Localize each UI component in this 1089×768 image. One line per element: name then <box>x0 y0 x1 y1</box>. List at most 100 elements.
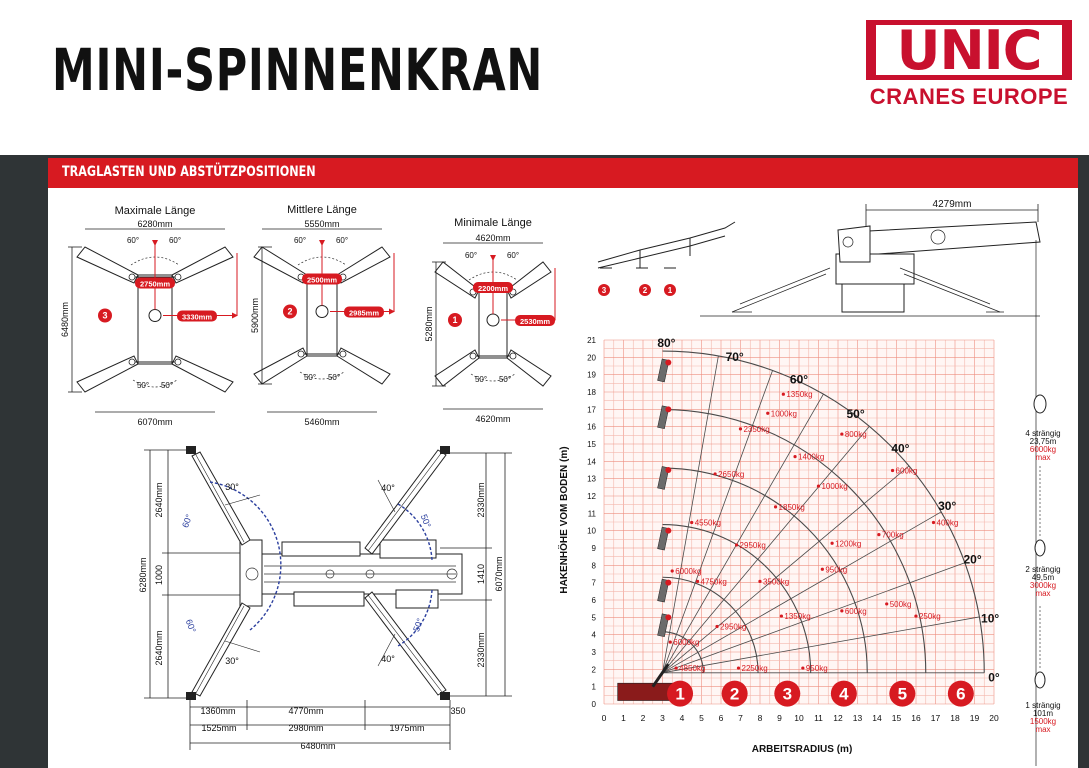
load-point <box>830 541 834 545</box>
boom-stage-circle <box>721 680 748 707</box>
pivot <box>509 352 517 360</box>
logo-inner <box>876 25 1062 75</box>
dim-height: 5900mm <box>250 298 260 333</box>
angle-top-right: 60° <box>507 251 519 260</box>
plan-left-total: 6280mm <box>138 557 148 592</box>
angle-label: 0° <box>988 670 1000 684</box>
angle-ray <box>662 616 980 674</box>
load-value: 1200kg <box>835 539 861 548</box>
outrigger-diagrams: Maximale Länge6280mm60°60°50°50°2750mm33… <box>60 204 556 427</box>
angle-bottom-left: 50° <box>304 373 316 382</box>
hook-capacity: 3000kg <box>1030 581 1056 590</box>
plan-angle: 40° <box>381 654 395 664</box>
load-value: 950kg <box>825 565 847 574</box>
leg <box>434 261 480 299</box>
stage-number: 3 <box>602 286 607 295</box>
load-value: 950kg <box>806 664 828 673</box>
side-view <box>597 204 1047 766</box>
hook-max: max <box>1035 725 1050 734</box>
x-tick-label: 14 <box>872 713 882 723</box>
load-value: 1000kg <box>771 409 797 418</box>
angle-label: 10° <box>981 612 999 626</box>
angle-bottom-right: 50° <box>161 381 173 390</box>
hook-capacity: 1500kg <box>1030 717 1056 726</box>
angle-ray <box>662 370 773 673</box>
angle-arc <box>132 379 178 388</box>
load-point <box>695 579 700 584</box>
boom-stage-number: 1 <box>675 685 684 704</box>
outrigger-1: Maximale Länge6280mm60°60°50°50°2750mm33… <box>60 205 238 427</box>
load-value: 4750kg <box>701 577 727 586</box>
stage-circle <box>283 304 297 319</box>
pivot <box>128 358 136 366</box>
load-point <box>779 614 784 618</box>
x-tick-label: 5 <box>699 713 704 723</box>
load-point <box>715 624 719 629</box>
load-point <box>793 455 797 459</box>
boom-tip <box>665 527 672 534</box>
length-b: 2530mm <box>520 317 550 326</box>
length-a: 2500mm <box>307 276 337 285</box>
outrigger-3: Minimale Länge4620mm60°60°50°50°2200mm25… <box>424 217 556 424</box>
plan-view <box>144 446 512 750</box>
dim-height: 5280mm <box>424 306 434 341</box>
stage-circle <box>448 313 462 327</box>
x-tick-label: 11 <box>814 713 823 723</box>
load-point <box>734 543 739 547</box>
hook-rope-length: 101m <box>1033 709 1053 718</box>
plan-angle: 30° <box>225 482 239 492</box>
boom-stage-circle <box>667 680 694 707</box>
y-tick-label: 6 <box>592 596 597 605</box>
load-point <box>758 579 762 584</box>
angle-label: 20° <box>963 553 981 567</box>
angle-ray <box>662 393 824 673</box>
load-value: 1850kg <box>779 503 805 512</box>
y-tick-label: 10 <box>587 527 596 536</box>
load-point <box>713 472 717 476</box>
x-tick-label: 20 <box>989 713 999 723</box>
x-tick-label: 13 <box>853 713 863 723</box>
length-b-badge <box>177 310 217 322</box>
outrigger-2: Mittlere Länge5550mm60°60°50°50°2500mm29… <box>250 204 395 427</box>
length-a: 2750mm <box>140 280 170 289</box>
angle-top-right: 60° <box>336 236 348 245</box>
angle-top-left: 60° <box>465 251 477 260</box>
y-tick-label: 21 <box>587 336 596 345</box>
plan-dim-1525: 1525mm <box>201 723 236 733</box>
y-tick-label: 1 <box>592 683 597 692</box>
pivot <box>174 273 182 281</box>
x-tick-label: 10 <box>794 713 804 723</box>
load-point <box>931 520 936 525</box>
boom-silhouette <box>657 405 670 430</box>
y-tick-label: 7 <box>592 579 597 588</box>
angle-top-right: 60° <box>169 236 181 245</box>
pivot <box>339 350 347 358</box>
x-tick-label: 19 <box>970 713 980 723</box>
boom-stage-number: 4 <box>839 685 849 704</box>
length-a-badge <box>473 282 513 293</box>
hook-reeving: 4 strängig <box>1025 429 1060 438</box>
load-point <box>766 411 770 415</box>
y-axis-label: HAKENHÖHE VOM BODEN (m) <box>557 446 570 593</box>
y-tick-label: 19 <box>587 371 596 380</box>
plan-left-lower: 2640mm <box>154 630 164 665</box>
boom-tip <box>665 614 672 621</box>
boom-stage-number: 3 <box>783 685 792 704</box>
hook-rope-length: 23,75m <box>1030 437 1057 446</box>
leg <box>253 347 308 385</box>
y-tick-label: 20 <box>587 353 596 362</box>
load-point <box>820 567 824 571</box>
slew-center <box>315 305 329 318</box>
plan-dim-1360: 1360mm <box>200 706 235 716</box>
plan-angle: 50° <box>419 513 433 530</box>
hook-rope-length: 49,5m <box>1032 573 1055 582</box>
x-tick-label: 15 <box>892 713 902 723</box>
load-point <box>840 609 844 613</box>
load-point <box>890 468 895 473</box>
stage-circle <box>98 308 112 323</box>
dim-bottom-width: 6070mm <box>137 417 172 427</box>
slew-center <box>148 309 162 322</box>
x-tick-label: 3 <box>660 713 665 723</box>
leg <box>434 349 480 387</box>
